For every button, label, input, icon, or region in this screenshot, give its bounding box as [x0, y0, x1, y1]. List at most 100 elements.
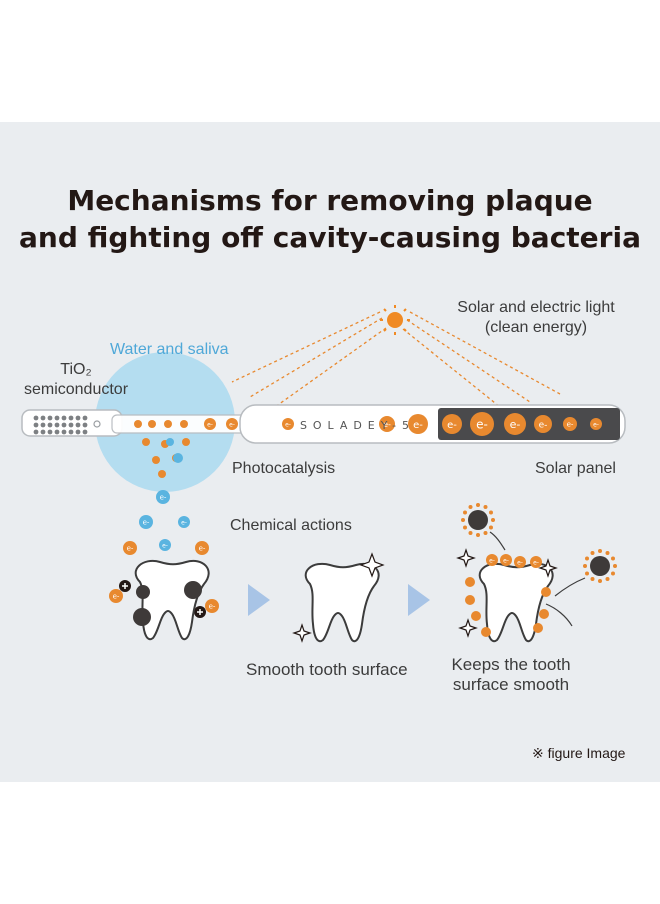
- electron-icon: e-: [205, 599, 219, 613]
- electron-dot: [598, 549, 602, 553]
- tooth-smooth: [304, 562, 380, 643]
- electron-icon: e-: [139, 515, 153, 529]
- electron-icon: e-: [195, 541, 209, 555]
- electron-icon: e-: [504, 413, 526, 435]
- bacteria: [468, 510, 488, 530]
- chemical-actions-label: Chemical actions: [230, 517, 352, 534]
- svg-text:e-: e-: [207, 421, 213, 428]
- electron-icon: [166, 438, 174, 446]
- electron-icon: e-: [123, 541, 137, 555]
- electron-icon: [180, 420, 188, 428]
- electron-icon: [471, 611, 481, 621]
- keeps-smooth-label: Keeps the tooth surface smooth: [436, 655, 586, 695]
- electron-icon: [465, 595, 475, 605]
- electron-dot: [468, 530, 473, 535]
- keeps-label-line-2: surface smooth: [452, 675, 570, 694]
- electron-dot: [488, 510, 493, 515]
- svg-text:e-: e-: [285, 421, 291, 428]
- bristles: [33, 415, 88, 435]
- arrow-1: [248, 584, 270, 616]
- electron-icon: [182, 438, 190, 446]
- mechanism-diagram: e-e-e-e-e-e-e-e-e-e-e- e-e-e-e-e-e-e-e- …: [21, 305, 626, 643]
- electron-dot: [476, 533, 480, 537]
- electron-dot: [610, 571, 615, 576]
- electron-dot: [483, 505, 488, 510]
- electron-icon: e-: [379, 416, 395, 432]
- svg-text:e-: e-: [510, 418, 521, 431]
- arrow-2: [408, 584, 430, 616]
- bacteria-electron-rings: e-e-e-e-: [461, 503, 617, 637]
- electron-icon: [465, 577, 475, 587]
- handle-brand-text: SOLADEY-5: [300, 419, 410, 432]
- electron-icon: [541, 587, 551, 597]
- solar-panel-label: Solar panel: [535, 460, 616, 477]
- svg-text:e-: e-: [199, 545, 206, 553]
- svg-text:e-: e-: [143, 519, 150, 527]
- tooth-plaque: [133, 559, 210, 641]
- figure-image-note: ※ figure Image: [532, 745, 626, 761]
- electron-dot: [590, 551, 595, 556]
- electron-dot: [461, 518, 465, 522]
- plus-hole-icon: [194, 606, 206, 618]
- electron-dot: [463, 510, 468, 515]
- svg-text:e-: e-: [447, 420, 457, 431]
- plus-hole-icon: [119, 580, 131, 592]
- svg-text:e-: e-: [593, 421, 599, 428]
- electron-icon: e-: [534, 415, 552, 433]
- electron-dot: [476, 503, 480, 507]
- electron-dot: [613, 564, 617, 568]
- keeps-label-line-1: Keeps the tooth: [451, 655, 571, 674]
- title-line-1: Mechanisms for removing plaque: [67, 184, 593, 217]
- svg-text:e-: e-: [539, 420, 548, 430]
- tooth-protected: [468, 510, 610, 643]
- electron-icon: e-: [159, 539, 171, 551]
- smooth-surface-label: Smooth tooth surface: [246, 660, 408, 679]
- svg-text:e-: e-: [567, 421, 574, 429]
- electron-dot: [585, 556, 590, 561]
- title-line-2: and fighting off cavity-causing bacteria: [19, 221, 641, 254]
- svg-text:e-: e-: [517, 559, 523, 566]
- water-saliva-label: Water and saliva: [110, 341, 229, 358]
- electron-dot: [491, 518, 495, 522]
- light-rays: [231, 311, 561, 413]
- sparkle-icons: [292, 548, 558, 643]
- electron-icon: [481, 627, 491, 637]
- electron-dot: [488, 525, 493, 530]
- electron-icon: [142, 438, 150, 446]
- tio2-label-line-1: TiO₂: [60, 361, 92, 378]
- electron-icon: [134, 420, 142, 428]
- sun-icon: [380, 305, 410, 335]
- svg-text:e-: e-: [160, 494, 167, 502]
- svg-text:e-: e-: [503, 557, 509, 564]
- electron-icon: [539, 609, 549, 619]
- electron-dot: [468, 505, 473, 510]
- electron-icon: e-: [563, 417, 577, 431]
- electron-icon: e-: [109, 589, 123, 603]
- svg-text:e-: e-: [489, 557, 495, 564]
- electron-icon: e-: [486, 554, 498, 566]
- electron-dot: [605, 576, 610, 581]
- svg-text:e-: e-: [413, 420, 423, 431]
- bacteria: [590, 556, 610, 576]
- svg-text:e-: e-: [209, 603, 216, 611]
- toothbrush: [21, 404, 626, 444]
- electron-dot: [585, 571, 590, 576]
- electron-icon: e-: [530, 556, 542, 568]
- bacteria: [133, 608, 151, 626]
- electron-dot: [583, 564, 587, 568]
- electron-icon: e-: [408, 414, 428, 434]
- svg-text:e-: e-: [181, 519, 187, 526]
- svg-text:e-: e-: [113, 593, 120, 601]
- electron-dot: [598, 579, 602, 583]
- electron-dot: [483, 530, 488, 535]
- bacteria: [136, 585, 150, 599]
- electron-icon: e-: [442, 414, 462, 434]
- electron-icon: e-: [500, 554, 512, 566]
- svg-text:e-: e-: [229, 421, 235, 428]
- electron-icon: e-: [514, 556, 526, 568]
- svg-text:e-: e-: [383, 420, 391, 429]
- diagram-title: Mechanisms for removing plaque and fight…: [0, 182, 660, 256]
- electron-icon: e-: [282, 418, 294, 430]
- electron-icon: e-: [204, 418, 216, 430]
- electron-dot: [590, 576, 595, 581]
